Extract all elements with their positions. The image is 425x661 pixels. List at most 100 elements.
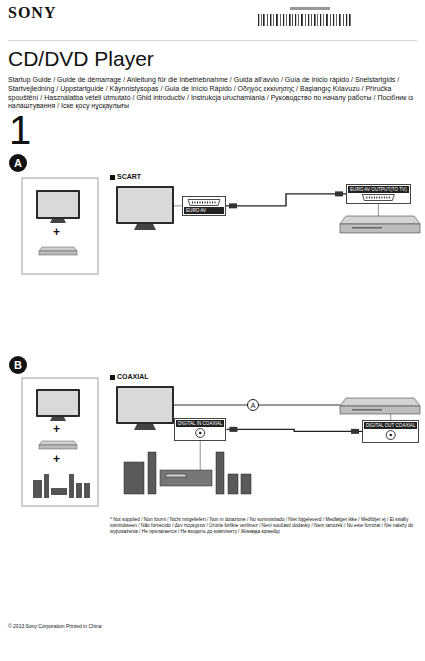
tv-illustration <box>134 424 156 430</box>
barcode <box>326 14 328 26</box>
scart-pin <box>207 202 208 204</box>
cable <box>226 194 346 206</box>
speaker-icon <box>76 483 82 498</box>
tv-icon <box>38 391 78 415</box>
port-label: EURO AV OUTPUT(TO TV) <box>348 186 409 193</box>
scart-port: EURO AV <box>182 196 226 216</box>
step-letter-badge: B <box>9 356 27 374</box>
port-label: EURO AV <box>184 207 224 214</box>
scart-pin <box>389 196 390 198</box>
barcode <box>333 14 334 26</box>
barcode <box>339 14 341 26</box>
barcode <box>343 14 345 26</box>
tv-illustration <box>116 386 174 424</box>
barcode <box>323 14 325 26</box>
scart-socket-icon <box>348 193 409 202</box>
coaxial-jack-icon <box>196 428 205 437</box>
barcode <box>336 14 338 26</box>
speaker-icon <box>33 480 42 498</box>
cable-plug <box>335 191 343 196</box>
leader-line <box>174 205 182 206</box>
tv-illustration <box>116 386 174 430</box>
cable-plug <box>229 427 237 432</box>
scart-pin <box>376 196 377 198</box>
tv-illustration <box>134 224 156 230</box>
bullet-square <box>110 375 115 380</box>
speaker-icon <box>44 474 49 498</box>
barcode <box>258 14 259 26</box>
coaxial-port: DIGITAL OUT COAXIAL <box>362 420 419 443</box>
scart-pin <box>210 202 211 204</box>
player-illustration <box>340 398 420 414</box>
barcode <box>276 14 278 26</box>
scart-pin <box>202 202 203 204</box>
player-icon <box>39 441 77 449</box>
scart-pin <box>366 196 367 198</box>
barcode <box>270 14 271 26</box>
coaxial-port: DIGITAL IN COAXIAL <box>174 418 226 441</box>
tv-icon <box>36 389 80 421</box>
speaker-system <box>228 474 238 494</box>
scart-port: EURO AV OUTPUT(TO TV) <box>346 184 411 204</box>
bullet-square <box>110 175 115 180</box>
cable-plug <box>351 429 359 434</box>
brand-logo: SONY <box>8 3 56 22</box>
scart-pin <box>200 202 201 204</box>
tv-icon <box>36 190 80 223</box>
player-illustration <box>352 409 382 411</box>
leader-line <box>378 204 379 216</box>
player-illustration <box>340 224 420 233</box>
barcode <box>314 14 316 26</box>
speaker-icon <box>69 474 74 498</box>
speaker-icon <box>84 483 90 498</box>
connection-type: COAXIAL <box>117 373 149 381</box>
panel-frame <box>22 178 98 274</box>
page-title: CD/DVD Player <box>8 46 154 71</box>
step-number: 1 <box>9 110 31 150</box>
coaxial-jack-icon <box>176 427 224 439</box>
scart-pin <box>205 202 206 204</box>
player-illustration <box>340 406 420 414</box>
speaker-system <box>160 470 212 486</box>
tv-icon <box>38 192 78 217</box>
leader-line <box>200 441 201 470</box>
tv-illustration <box>116 186 174 224</box>
player-illustration <box>352 227 382 229</box>
scart-socket-icon <box>188 200 220 206</box>
player-icon <box>39 247 77 251</box>
coaxial-jack-pin <box>389 433 392 436</box>
barcode <box>295 14 296 26</box>
tv-illustration <box>118 388 172 422</box>
speaker-system <box>241 474 251 494</box>
barcode <box>330 14 332 26</box>
scart-pin <box>212 202 213 204</box>
coaxial-jack-icon <box>364 429 417 441</box>
barcode <box>320 14 321 26</box>
barcode <box>349 14 351 26</box>
barcode <box>286 14 288 26</box>
player-icon <box>39 445 77 449</box>
step-letter-badge: A <box>9 154 27 172</box>
port-label: DIGITAL IN COAXIAL <box>176 420 224 427</box>
port-label: DIGITAL OUT COAXIAL <box>364 422 417 429</box>
speaker-system <box>124 462 144 494</box>
barcode <box>273 14 275 26</box>
scart-pin <box>386 196 387 198</box>
barcode <box>308 14 309 26</box>
player-illustration <box>340 398 420 406</box>
scart-pin <box>195 202 196 204</box>
tv-icon <box>36 190 80 219</box>
player-icon <box>39 441 77 445</box>
speaker-system <box>124 452 251 494</box>
barcode <box>290 7 330 10</box>
barcode <box>280 14 282 26</box>
scart-pin <box>371 196 372 198</box>
speaker-icon <box>51 488 67 495</box>
speaker-system <box>216 452 224 494</box>
scart-pin <box>384 196 385 198</box>
barcode <box>267 14 269 26</box>
coaxial-jack-icon <box>386 430 395 439</box>
scart-pin <box>369 196 370 198</box>
scart-socket-icon <box>184 198 224 207</box>
barcode <box>263 14 265 26</box>
